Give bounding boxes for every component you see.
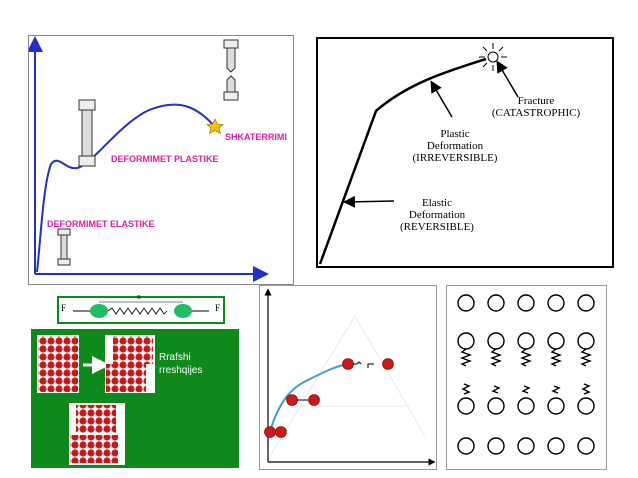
elastic-line-1: Elastic [422, 197, 452, 209]
grid-atom [517, 437, 535, 455]
plastic-line-1: Plastic [440, 128, 470, 140]
plastic-text: Plastic Deformation (IRREVERSIBLE) [400, 128, 510, 164]
plastic-line-3: (IRREVERSIBLE) [412, 152, 498, 164]
fracture-line-1: Fracture [517, 95, 555, 107]
slip-plane-line-1: Rrafshi [159, 352, 191, 363]
slip-plane-panel: F F R [31, 293, 239, 468]
label-fracture: SHKATERRIMI [225, 132, 287, 142]
grid-atom [577, 332, 595, 350]
atom-spring-grid-svg [457, 294, 595, 455]
elastic-line-3: (REVERSIBLE) [400, 221, 474, 233]
grid-atom [547, 437, 565, 455]
atom-spring-grid-panel [446, 285, 607, 470]
grid-atom [577, 437, 595, 455]
spring-icon [551, 385, 561, 394]
slip-plane-label: Rrafshi rreshqijes [159, 351, 202, 377]
grid-atom [517, 294, 535, 312]
grid-atom [457, 332, 475, 350]
grid-atom [577, 397, 595, 415]
atom-right-icon [174, 304, 192, 318]
spring-icon [581, 383, 591, 395]
elastic-text: Elastic Deformation (REVERSIBLE) [382, 197, 492, 233]
grid-atom [547, 294, 565, 312]
atom-pair-breaking-icon [342, 358, 394, 370]
spring-icon [521, 385, 531, 394]
spring-icon [491, 385, 501, 394]
bond-spring-icon [107, 307, 168, 315]
grid-atom [457, 294, 475, 312]
atom-left-icon [90, 304, 108, 318]
grid-atom [577, 294, 595, 312]
fracture-text: Fracture (CATASTROPHIC) [486, 95, 586, 119]
specimen-fractured-icon [223, 39, 239, 101]
distance-label: R [137, 295, 142, 301]
force-curve [269, 363, 349, 433]
arrow-to-elastic [343, 195, 395, 208]
grid-atom [457, 437, 475, 455]
plastic-line-2: Deformation [426, 140, 484, 152]
atom-pair-curve-panel [259, 285, 437, 470]
label-plastic-deformation: DEFORMIMET PLASTIKE [111, 154, 219, 164]
spring-icon [520, 348, 532, 367]
grid-atom [547, 332, 565, 350]
stress-strain-panel-english: Fracture (CATASTROPHIC) Plastic Deformat… [316, 37, 614, 268]
force-right-label: F [214, 303, 220, 313]
grid-atom [517, 397, 535, 415]
force-diagram-svg [73, 301, 209, 318]
specimen-plastic-icon [78, 99, 96, 167]
stress-strain-svg [29, 36, 269, 282]
stress-strain-english-svg [318, 43, 519, 265]
spring-icon [580, 348, 592, 367]
arrow-to-fracture [496, 60, 519, 98]
spring-icon [461, 383, 471, 395]
stress-strain-panel-albanian: DEFORMIMET PLASTIKE DEFORMIMET ELASTIKE … [28, 35, 294, 285]
grid-atom [457, 397, 475, 415]
slip-plane-line-2: rreshqijes [159, 365, 203, 376]
elastic-line-2: Deformation [408, 209, 466, 221]
grid-atom [547, 397, 565, 415]
atom-pair-compressed-icon [264, 426, 287, 438]
grid-atom [487, 397, 505, 415]
grid-atom [487, 332, 505, 350]
green-board: Rrafshi rreshqijes [31, 329, 239, 468]
green-board-svg [37, 335, 155, 465]
fracture-burst-icon [479, 43, 507, 71]
grid-atom [487, 437, 505, 455]
fracture-star-icon [206, 118, 224, 135]
faint-background-lines [269, 315, 426, 457]
specimen-elastic-icon [57, 228, 71, 266]
fracture-line-2: (CATASTROPHIC) [491, 107, 581, 119]
label-elastic-deformation: DEFORMIMET ELASTIKE [47, 219, 155, 229]
force-diagram: F F R [57, 295, 225, 324]
stress-strain-curve-english [318, 57, 487, 265]
grid-atom [487, 294, 505, 312]
atom-pair-svg [264, 288, 436, 466]
spring-icon [490, 348, 502, 367]
arrow-to-plastic [430, 80, 453, 118]
atom-pair-stretched-icon [286, 394, 320, 406]
stress-strain-curve [36, 103, 220, 273]
spring-icon [550, 348, 562, 367]
grid-atom [517, 332, 535, 350]
spring-icon [460, 348, 472, 367]
force-left-label: F [61, 303, 67, 313]
